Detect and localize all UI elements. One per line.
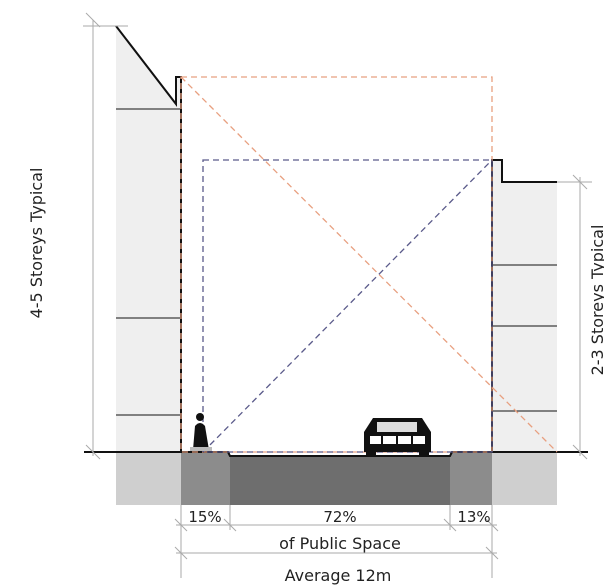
blue-enclosure-box [202,159,493,453]
public-space-label: of Public Space [279,534,401,553]
car-icon [364,418,431,456]
average-width-label: Average 12m [285,566,392,585]
right-height-label: 2-3 Storeys Typical [588,225,604,376]
pct-right-label: 13% [457,508,490,526]
left-building-roof [115,25,182,452]
ground-building-left [181,452,230,505]
pct-left-label: 15% [188,508,221,526]
left-height-label: 4-5 Storeys Typical [27,168,46,319]
pedestrian-icon [190,413,212,451]
pct-center-label: 72% [323,508,356,526]
right-building [492,160,557,452]
ground-building-right [450,452,492,505]
ground-carriageway [230,456,450,505]
percentage-dimension-line [174,505,499,578]
left-floor-lines [116,108,181,416]
left-building [116,26,181,452]
left-height-dimension [83,12,128,460]
right-height-dimension [557,174,592,460]
orange-enclosure-box [180,76,558,453]
right-floor-lines [492,264,557,412]
